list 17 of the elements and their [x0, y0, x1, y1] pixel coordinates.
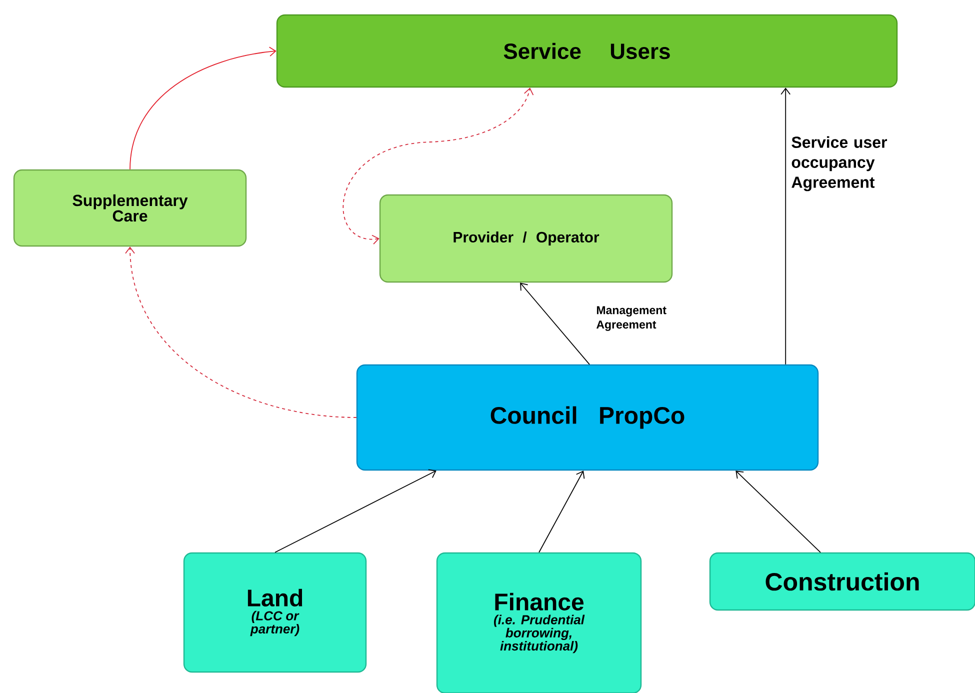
process-box: Service Users — [276, 14, 898, 88]
arrow — [125, 246, 357, 418]
process-box: Land (LCC or partner) — [183, 552, 367, 673]
arrow — [342, 88, 534, 245]
process-box: Finance (i.e. Prudential borrowing, institutional) — [436, 552, 642, 693]
arrow — [274, 469, 436, 553]
arrow — [736, 470, 821, 553]
arrow — [780, 88, 791, 365]
process-box: Provider / Operator — [379, 194, 673, 283]
arrow — [538, 470, 585, 553]
process-box: Council PropCo — [356, 364, 819, 471]
process-box: Construction — [709, 552, 975, 611]
edge-label: Management Agreement — [596, 306, 666, 331]
edge-label: Service user occupancy Agreement — [792, 136, 888, 192]
process-box: Supplementary Care — [13, 169, 247, 247]
arrow — [520, 282, 590, 365]
arrow — [130, 46, 276, 170]
